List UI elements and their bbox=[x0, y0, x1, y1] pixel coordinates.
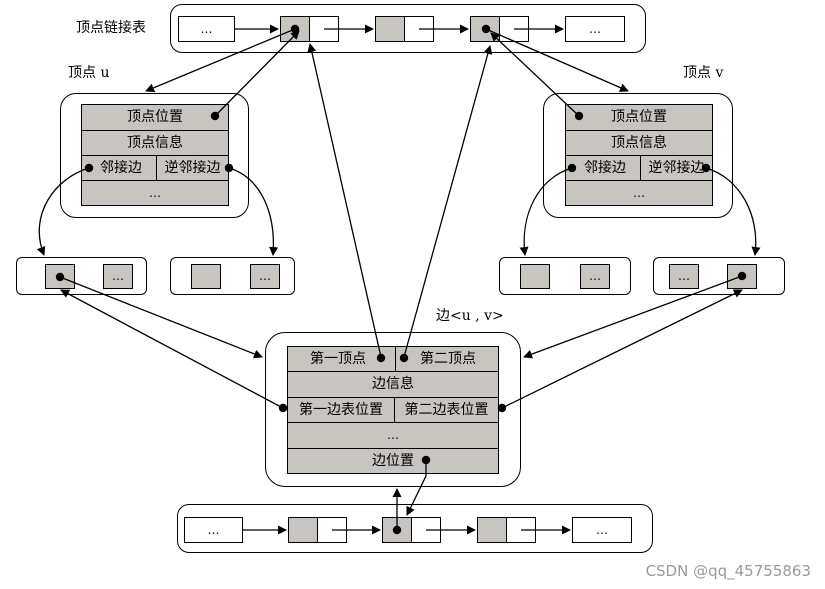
edge-list-node bbox=[288, 517, 318, 543]
edge-second-list-position: 第二边表位置 bbox=[404, 402, 489, 418]
vertex-u-reverse-adjacent-edge: 逆邻接边 bbox=[164, 160, 221, 176]
edge-position: 边位置 bbox=[372, 453, 414, 469]
edge-uv-list-node bbox=[382, 517, 412, 543]
vertex-v-more-row: … bbox=[566, 181, 712, 205]
edge-more-row: … bbox=[288, 423, 498, 449]
v-adjacent-edge-next: … bbox=[580, 264, 610, 289]
vertex-v-info: 顶点信息 bbox=[611, 135, 667, 151]
u-adjacent-edge-node bbox=[45, 264, 75, 289]
cell-ellipsis: … bbox=[200, 22, 213, 36]
edge-second-list-position-arrow bbox=[501, 289, 743, 409]
v-reverse-edge-node bbox=[727, 264, 757, 289]
u-reverse-edge-next: … bbox=[250, 264, 280, 289]
vertex-u-position-row: 顶点位置 bbox=[82, 105, 228, 131]
v-reverse-edge-next: … bbox=[669, 264, 699, 289]
edge-first-vertex-arrow bbox=[307, 43, 382, 358]
edge-uv-label: 边<u , v> bbox=[436, 308, 504, 324]
cell-divider bbox=[395, 347, 396, 371]
cell-ellipsis: … bbox=[678, 269, 690, 283]
edge-vertices-row: 第一顶点 第二顶点 bbox=[288, 347, 498, 372]
vertex-v-more: … bbox=[633, 186, 645, 200]
cell-ellipsis: … bbox=[589, 269, 601, 283]
vertex-v-position: 顶点位置 bbox=[611, 109, 667, 125]
edge-list-tail-cell: … bbox=[572, 517, 632, 543]
u-adjacent-edge-next: … bbox=[103, 264, 133, 289]
cell-divider bbox=[156, 156, 157, 180]
v-adjacent-edge-node bbox=[520, 264, 550, 289]
vertex-u-label: 顶点 u bbox=[68, 65, 110, 81]
vertex-v-record: 顶点位置 顶点信息 邻接边 逆邻接边 … bbox=[565, 104, 713, 206]
vertex-list-tail-cell: … bbox=[565, 16, 625, 42]
cell-ellipsis: … bbox=[259, 269, 271, 283]
edge-list-next-pointer bbox=[317, 517, 347, 543]
edge-more: … bbox=[387, 428, 399, 442]
edge-position-row: 边位置 bbox=[288, 449, 498, 473]
edge-list-head-cell: … bbox=[184, 517, 243, 543]
vertex-u-info-row: 顶点信息 bbox=[82, 131, 228, 156]
vertex-v-edges-row: 邻接边 逆邻接边 bbox=[566, 156, 712, 181]
v-adjacent-edge-list bbox=[499, 257, 631, 295]
vertex-u-position: 顶点位置 bbox=[127, 109, 183, 125]
vertex-u-info: 顶点信息 bbox=[127, 135, 183, 151]
edge-list-next-pointer bbox=[506, 517, 536, 543]
vertex-u-next-pointer bbox=[309, 16, 339, 42]
vertex-v-label: 顶点 v bbox=[683, 65, 724, 81]
vertex-v-adjacent-edge: 邻接边 bbox=[584, 160, 626, 176]
cell-divider bbox=[394, 398, 395, 422]
edge-first-list-position-arrow bbox=[60, 289, 284, 409]
cell-ellipsis: … bbox=[112, 269, 124, 283]
u-reverse-edge-node bbox=[191, 264, 221, 289]
vertex-v-next-pointer bbox=[499, 16, 529, 42]
edge-first-vertex: 第一顶点 bbox=[310, 351, 366, 367]
vertex-u-record: 顶点位置 顶点信息 邻接边 逆邻接边 … bbox=[81, 104, 229, 206]
edge-list-positions-row: 第一边表位置 第二边表位置 bbox=[288, 398, 498, 423]
cell-divider bbox=[640, 156, 641, 180]
cell-ellipsis: … bbox=[207, 523, 220, 537]
vertex-list-next-pointer bbox=[404, 16, 434, 42]
vertex-u-more: … bbox=[149, 186, 161, 200]
vertex-u-more-row: … bbox=[82, 181, 228, 205]
vertex-v-position-row: 顶点位置 bbox=[566, 105, 712, 131]
vertex-u-edges-row: 邻接边 逆邻接边 bbox=[82, 156, 228, 181]
vertex-list-label: 顶点链接表 bbox=[76, 20, 146, 36]
edge-second-vertex: 第二顶点 bbox=[420, 351, 476, 367]
vertex-v-list-node bbox=[470, 16, 500, 42]
vertex-list-head-cell: … bbox=[178, 16, 235, 42]
watermark: CSDN @qq_45755863 bbox=[645, 562, 811, 580]
cell-ellipsis: … bbox=[596, 523, 608, 537]
vertex-v-info-row: 顶点信息 bbox=[566, 131, 712, 156]
edge-info-row: 边信息 bbox=[288, 372, 498, 398]
vertex-u-list-node bbox=[280, 16, 310, 42]
edge-first-list-position: 第一边表位置 bbox=[299, 402, 383, 418]
cell-ellipsis: … bbox=[589, 22, 601, 36]
edge-uv-record: 第一顶点 第二顶点 边信息 第一边表位置 第二边表位置 … 边位置 bbox=[287, 346, 499, 474]
edge-info: 边信息 bbox=[372, 376, 414, 392]
vertex-u-adjacent-edge: 邻接边 bbox=[100, 160, 142, 176]
vertex-v-reverse-adjacent-edge: 逆邻接边 bbox=[648, 160, 705, 176]
edge-list-node bbox=[477, 517, 507, 543]
edge-uv-next-pointer bbox=[411, 517, 441, 543]
vertex-list-node bbox=[375, 16, 405, 42]
